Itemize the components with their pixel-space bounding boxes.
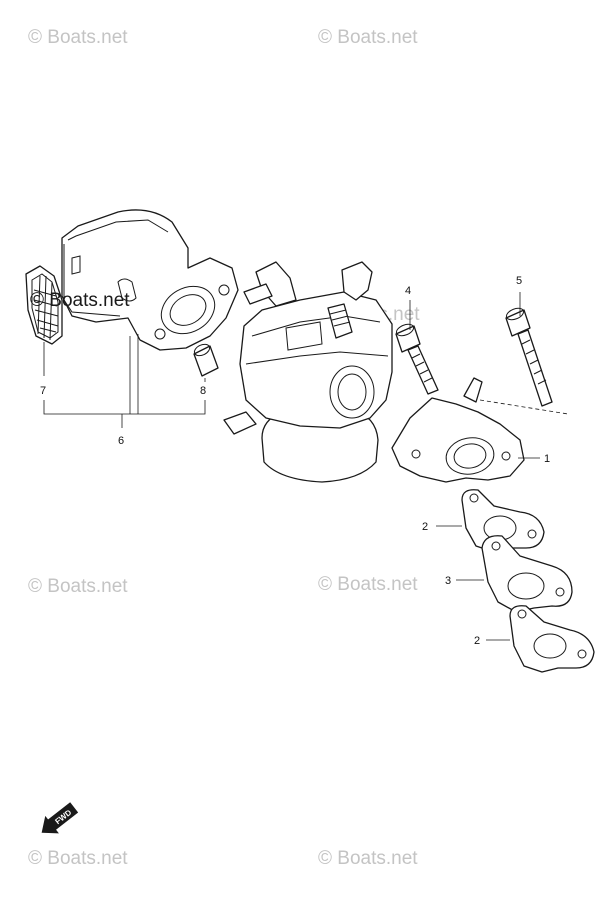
callout-2-upper: 2 bbox=[422, 521, 428, 533]
callout-5: 5 bbox=[516, 275, 522, 287]
watermark-top-right: © Boats.net bbox=[318, 27, 418, 48]
watermark-mid-right: © Boats.net bbox=[318, 574, 418, 595]
callout-6: 6 bbox=[118, 435, 124, 447]
bolt-5 bbox=[505, 307, 553, 407]
diagram-watermark: © Boats.net bbox=[30, 290, 130, 311]
carburetor bbox=[223, 261, 393, 483]
insulator bbox=[481, 535, 573, 613]
fwd-arrow: FWD bbox=[41, 802, 79, 834]
alignment-line bbox=[479, 399, 569, 415]
callout-1: 1 bbox=[544, 453, 550, 465]
callout-7: 7 bbox=[40, 385, 46, 397]
watermark-bottom-left: © Boats.net bbox=[28, 848, 128, 869]
callout-3: 3 bbox=[445, 575, 451, 587]
gasket-lower bbox=[509, 605, 595, 673]
watermark-bottom-right: © Boats.net bbox=[318, 848, 418, 869]
intake-housing bbox=[61, 209, 239, 351]
collar bbox=[193, 343, 219, 377]
callout-4: 4 bbox=[405, 285, 411, 297]
callout-2-lower: 2 bbox=[474, 635, 480, 647]
leader-lines bbox=[43, 292, 540, 641]
callout-8: 8 bbox=[200, 385, 206, 397]
watermark-top-left: © Boats.net bbox=[28, 27, 128, 48]
watermark-mid-left: © Boats.net bbox=[28, 576, 128, 597]
bolt-4 bbox=[395, 323, 439, 395]
intake-pipe bbox=[391, 377, 525, 483]
filter-element bbox=[25, 265, 63, 345]
